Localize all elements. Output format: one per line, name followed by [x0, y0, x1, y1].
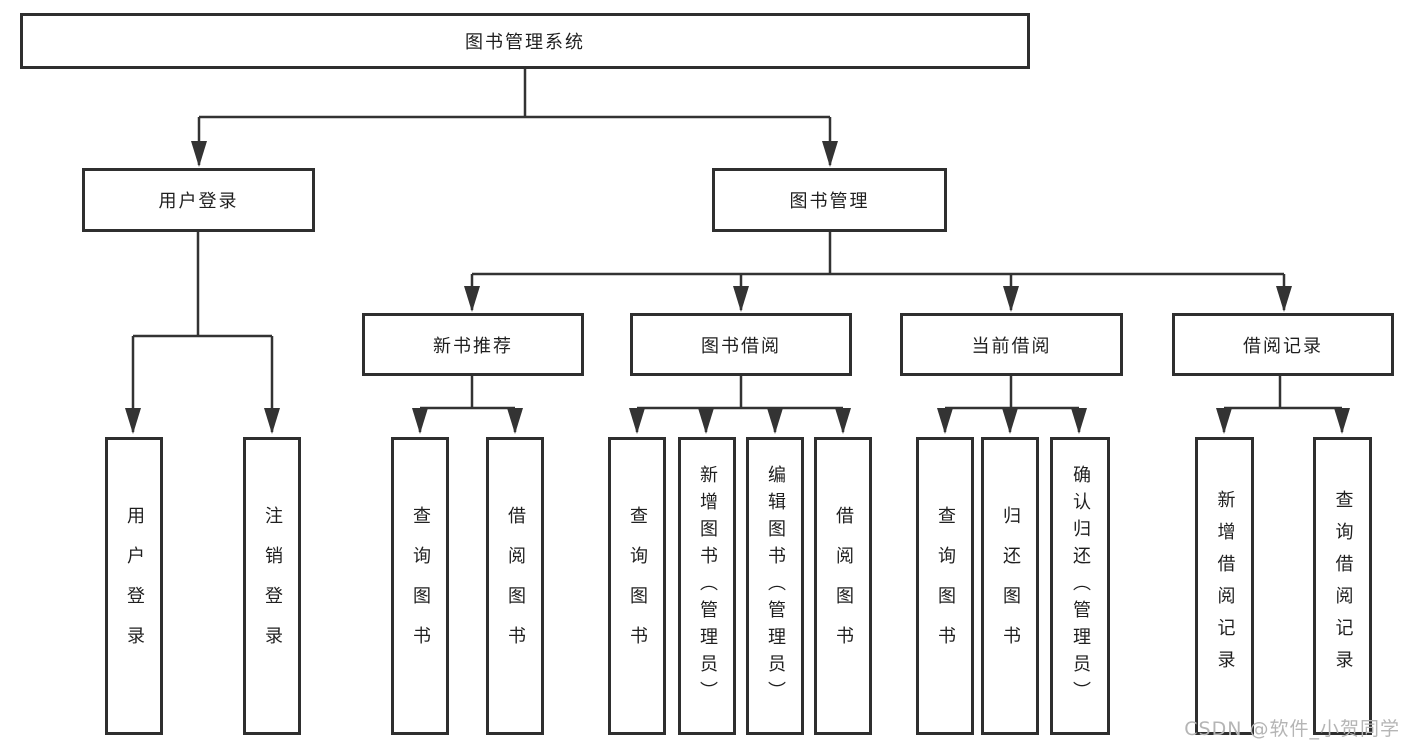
node-book-borrow-label: 图书借阅	[701, 335, 781, 357]
leaf-current-query-books: 查询图书	[916, 437, 974, 735]
leaf-newbook-borrow-books-label: 借阅图书	[505, 506, 526, 666]
leaf-add-books-admin-label: 新增图书（管理员）	[697, 464, 718, 708]
node-user-login: 用户登录	[82, 168, 315, 232]
leaf-user-login: 用户登录	[105, 437, 163, 735]
leaf-add-borrow-record: 新增借阅记录	[1195, 437, 1254, 735]
leaf-add-borrow-record-label: 新增借阅记录	[1214, 490, 1236, 682]
leaf-newbook-query-books-label: 查询图书	[410, 506, 431, 666]
node-root-label: 图书管理系统	[465, 32, 585, 53]
leaf-confirm-return-admin: 确认归还（管理员）	[1050, 437, 1110, 735]
leaf-current-query-books-label: 查询图书	[935, 506, 956, 666]
node-root-system: 图书管理系统	[20, 13, 1030, 69]
leaf-return-books: 归还图书	[981, 437, 1039, 735]
leaf-borrow-books: 借阅图书	[814, 437, 872, 735]
node-book-management-label: 图书管理	[789, 191, 870, 212]
node-new-book-recommend-label: 新书推荐	[433, 335, 513, 357]
node-new-book-recommend: 新书推荐	[362, 313, 584, 376]
node-current-borrow-label: 当前借阅	[971, 335, 1052, 357]
node-user-login-label: 用户登录	[158, 191, 239, 212]
leaf-edit-books-admin: 编辑图书（管理员）	[746, 437, 804, 735]
leaf-borrow-query-books: 查询图书	[608, 437, 666, 735]
node-borrow-records: 借阅记录	[1172, 313, 1394, 376]
leaf-logout-label: 注销登录	[262, 506, 283, 666]
node-book-management: 图书管理	[712, 168, 947, 232]
node-current-borrow: 当前借阅	[900, 313, 1123, 376]
node-book-borrow: 图书借阅	[630, 313, 852, 376]
leaf-newbook-query-books: 查询图书	[391, 437, 449, 735]
leaf-query-borrow-record-label: 查询借阅记录	[1332, 490, 1354, 682]
leaf-edit-books-admin-label: 编辑图书（管理员）	[765, 464, 786, 708]
leaf-return-books-label: 归还图书	[1000, 506, 1021, 666]
leaf-add-books-admin: 新增图书（管理员）	[678, 437, 736, 735]
leaf-user-login-label: 用户登录	[124, 506, 145, 666]
node-borrow-records-label: 借阅记录	[1243, 335, 1323, 357]
leaf-logout: 注销登录	[243, 437, 301, 735]
leaf-confirm-return-admin-label: 确认归还（管理员）	[1070, 464, 1091, 708]
leaf-query-borrow-record: 查询借阅记录	[1313, 437, 1372, 735]
csdn-watermark: CSDN @软件_小贺同学	[1184, 718, 1400, 740]
leaf-borrow-books-label: 借阅图书	[833, 506, 854, 666]
leaf-borrow-query-books-label: 查询图书	[627, 506, 648, 666]
leaf-newbook-borrow-books: 借阅图书	[486, 437, 544, 735]
